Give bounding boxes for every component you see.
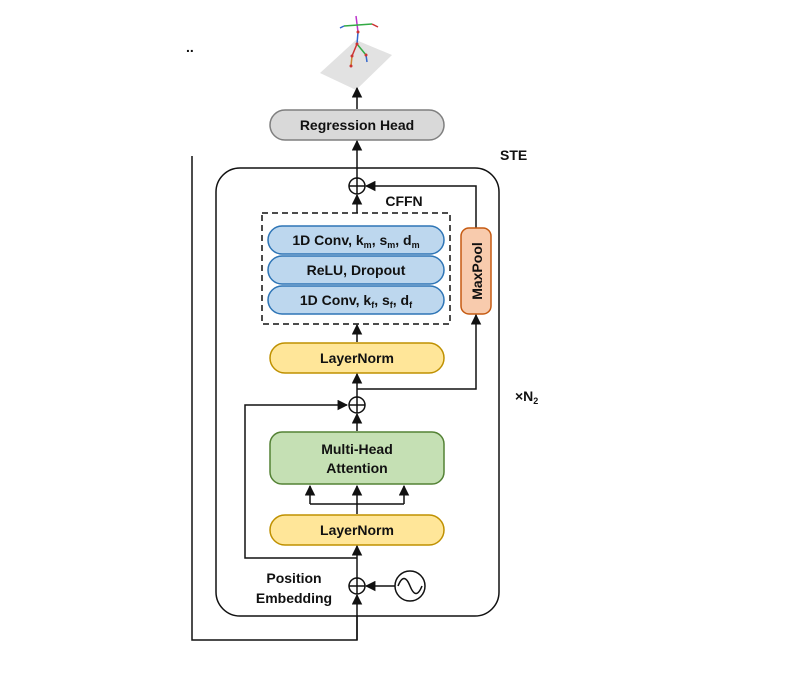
pose-skeleton-icon: [320, 15, 392, 90]
sine-wave-icon: [394, 570, 426, 602]
relu-dropout-block: ReLU, Dropout: [267, 255, 445, 285]
position-embedding-label-line2: Embedding: [256, 590, 332, 606]
layernorm-top-label: LayerNorm: [320, 350, 394, 366]
conv1-label: 1D Conv, km, sm, dm: [292, 232, 419, 250]
layernorm-bottom-block: LayerNorm: [269, 514, 445, 546]
regression-head-label: Regression Head: [300, 117, 414, 133]
inner-skip-arrow: [244, 399, 357, 559]
mha-label-line1: Multi-Head: [321, 441, 393, 457]
maxpool-label: MaxPool: [469, 242, 485, 300]
repeat-label: ×N2: [515, 388, 538, 406]
mha-label-line2: Attention: [326, 460, 387, 476]
add-circle-icon: [348, 396, 366, 414]
add-circle-icon: [348, 177, 366, 195]
ste-label: STE: [500, 147, 527, 163]
add-circle-icon: [348, 577, 366, 595]
position-embedding-label-line1: Position: [266, 570, 321, 586]
regression-head-block: Regression Head: [269, 109, 445, 141]
multi-head-attention-block: Multi-Head Attention: [269, 431, 445, 485]
cffn-label: CFFN: [385, 193, 422, 209]
conv2-label: 1D Conv, kf, sf, df: [300, 292, 413, 310]
maxpool-to-add-arrow: [364, 180, 477, 228]
maxpool-block: MaxPool: [460, 227, 492, 315]
relu-dropout-label: ReLU, Dropout: [307, 262, 406, 278]
corner-mark: ..: [186, 39, 194, 55]
layernorm-bottom-label: LayerNorm: [320, 522, 394, 538]
layernorm-top-block: LayerNorm: [269, 342, 445, 374]
qkv-arrows: [304, 484, 410, 514]
conv1d-f-block: 1D Conv, kf, sf, df: [267, 285, 445, 315]
branch-to-maxpool-arrow: [357, 313, 482, 390]
conv1d-main-block: 1D Conv, km, sm, dm: [267, 225, 445, 255]
